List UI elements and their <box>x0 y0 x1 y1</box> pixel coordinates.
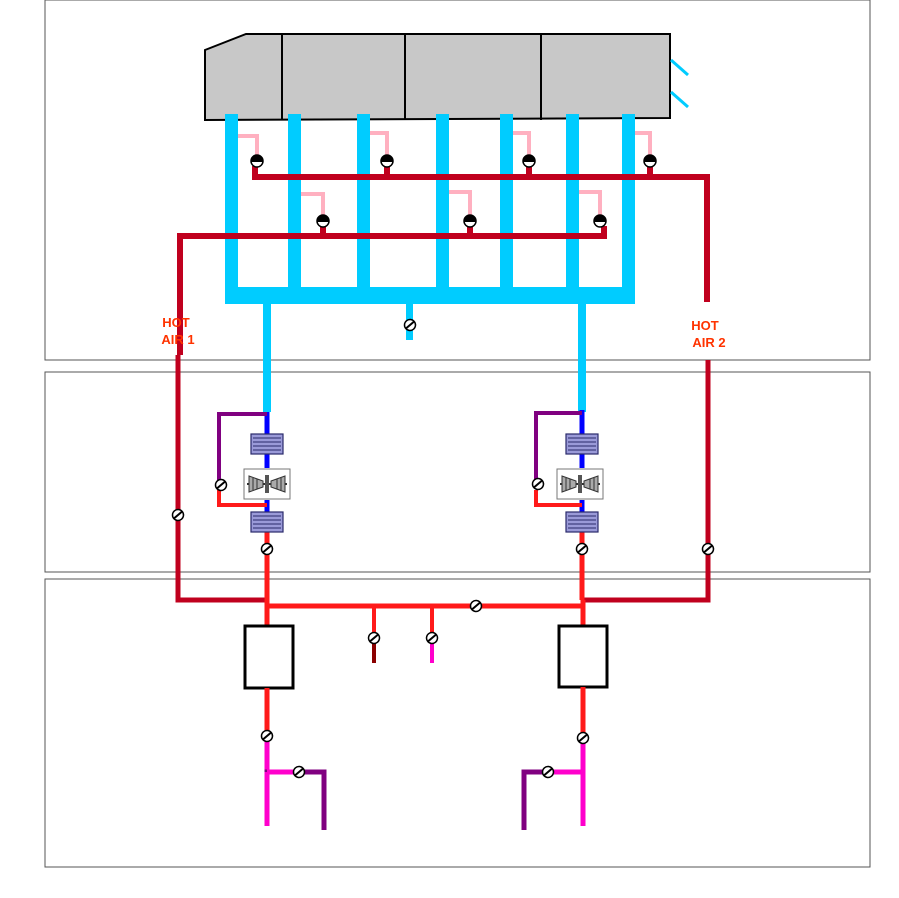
middle-panel <box>44 371 871 573</box>
hot-air-2-label-line1: HOT <box>691 318 719 333</box>
pack-1 <box>212 412 291 600</box>
hot-air-supply-lines <box>175 355 711 603</box>
hot-air-1-label: HOT AIR 1 <box>161 315 194 347</box>
pack-2 <box>529 410 604 600</box>
pack-1-air-cycle-machine-icon <box>243 468 291 500</box>
hot-air-1-label-line2: AIR 1 <box>161 332 194 347</box>
trim-air-branches <box>238 131 652 220</box>
hot-air-2-label-line2: AIR 2 <box>692 335 725 350</box>
pack-2-secondary-heat-exchanger-icon <box>565 511 599 533</box>
pack-1-primary-heat-exchanger-icon <box>250 433 284 455</box>
hot-air-2-label: HOT AIR 2 <box>691 318 725 350</box>
pack-2-primary-heat-exchanger-icon <box>565 433 599 455</box>
lower-panel <box>44 578 871 868</box>
pack-2-flow-control-unit <box>557 624 609 689</box>
pack-1-flow-control-unit <box>243 624 295 690</box>
pack-1-secondary-heat-exchanger-icon <box>250 511 284 533</box>
distribution-duct <box>204 33 671 122</box>
pack-2-air-cycle-machine-icon <box>556 468 604 500</box>
exhaust-arrows-icon <box>670 58 689 109</box>
hot-air-1-label-line1: HOT <box>162 315 190 330</box>
cold-air-network <box>225 114 635 412</box>
